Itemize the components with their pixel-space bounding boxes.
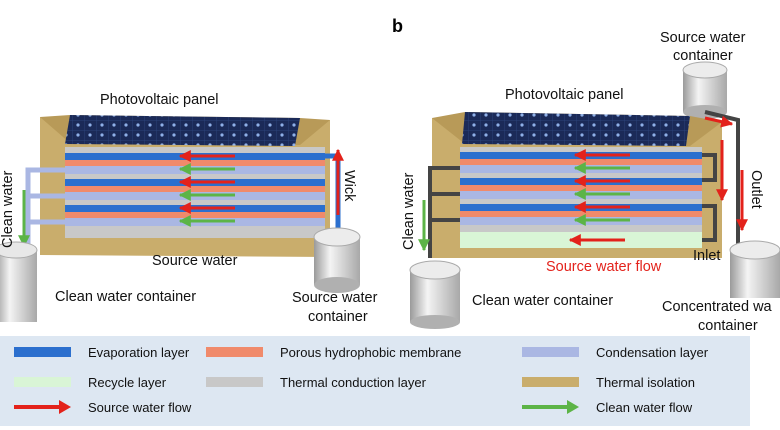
panel-b-device — [418, 110, 748, 258]
panel-a-wick-label: Wick — [341, 170, 357, 202]
panel-b-clean-water-container — [409, 260, 461, 329]
photovoltaic-panel-surface-b — [462, 112, 690, 146]
panel-a-clean-water-label: Clean water — [0, 170, 16, 248]
legend-label: Thermal conduction layer — [280, 374, 426, 390]
legend-label: Recycle layer — [88, 374, 167, 390]
legend-label: Porous hydrophobic membrane — [280, 344, 462, 360]
legend-swatch — [206, 377, 263, 387]
panel-a-photovoltaic-label: Photovoltaic panel — [100, 92, 219, 108]
panel-a-source-container-label-1: Source water — [292, 290, 378, 306]
legend-swatch — [522, 377, 579, 387]
panel-b-source-container-label-1: Source water — [660, 30, 746, 46]
panel-b-photovoltaic-label: Photovoltaic panel — [505, 87, 624, 103]
panel-b-inlet-label: Inlet — [693, 248, 720, 264]
panel-b-concentrated-water-container — [729, 240, 780, 298]
legend-swatch — [206, 347, 263, 357]
panel-a: Photovoltaic panel Clean water Wick Sour… — [0, 92, 378, 325]
panel-a-source-container-label-2: container — [308, 309, 368, 325]
legend-swatch — [14, 377, 71, 387]
panel-b-outlet-label: Outlet — [748, 170, 764, 209]
panel-a-clean-water-container-label: Clean water container — [55, 289, 196, 305]
legend-label: Condensation layer — [596, 344, 709, 360]
panel-a-clean-water-container — [0, 241, 38, 322]
legend-item: Porous hydrophobic membrane — [206, 343, 461, 361]
legend-item: Condensation layer — [522, 343, 708, 361]
photovoltaic-panel-surface — [65, 115, 300, 146]
panel-b-clean-water-label: Clean water — [401, 172, 417, 250]
panel-b-concentrated-container-label-1: Concentrated wa — [662, 299, 773, 315]
legend-item: Evaporation layer — [14, 343, 189, 361]
panel-b: b — [392, 16, 780, 334]
panel-b-concentrated-container-label-2: container — [698, 318, 758, 334]
legend-label: Source water flow — [88, 399, 192, 415]
legend-arrow-icon — [522, 400, 579, 414]
panel-a-source-water-label: Source water — [152, 253, 238, 269]
legend-label: Evaporation layer — [88, 344, 190, 360]
legend-label: Thermal isolation — [596, 374, 695, 390]
panel-b-source-container-label-2: container — [673, 48, 733, 64]
panel-a-source-water-container — [313, 227, 361, 293]
legend-item: Clean water flow — [522, 398, 692, 416]
legend-item: Thermal isolation — [522, 373, 695, 391]
legend-swatch — [14, 347, 71, 357]
legend-arrow-icon — [14, 400, 71, 414]
panel-b-source-water-flow-label: Source water flow — [546, 259, 662, 275]
legend: Evaporation layer Porous hydrophobic memb… — [0, 336, 750, 426]
legend-swatch — [522, 347, 579, 357]
device-figure: Photovoltaic panel Clean water Wick Sour… — [0, 16, 780, 334]
legend-label: Clean water flow — [596, 399, 693, 415]
panel-b-label: b — [392, 16, 403, 36]
legend-item: Source water flow — [14, 398, 191, 416]
panel-a-device — [18, 115, 344, 257]
panel-b-clean-water-container-label: Clean water container — [472, 293, 613, 309]
legend-item: Recycle layer — [14, 373, 166, 391]
legend-item: Thermal conduction layer — [206, 373, 426, 391]
panel-b-source-water-container — [682, 61, 728, 119]
